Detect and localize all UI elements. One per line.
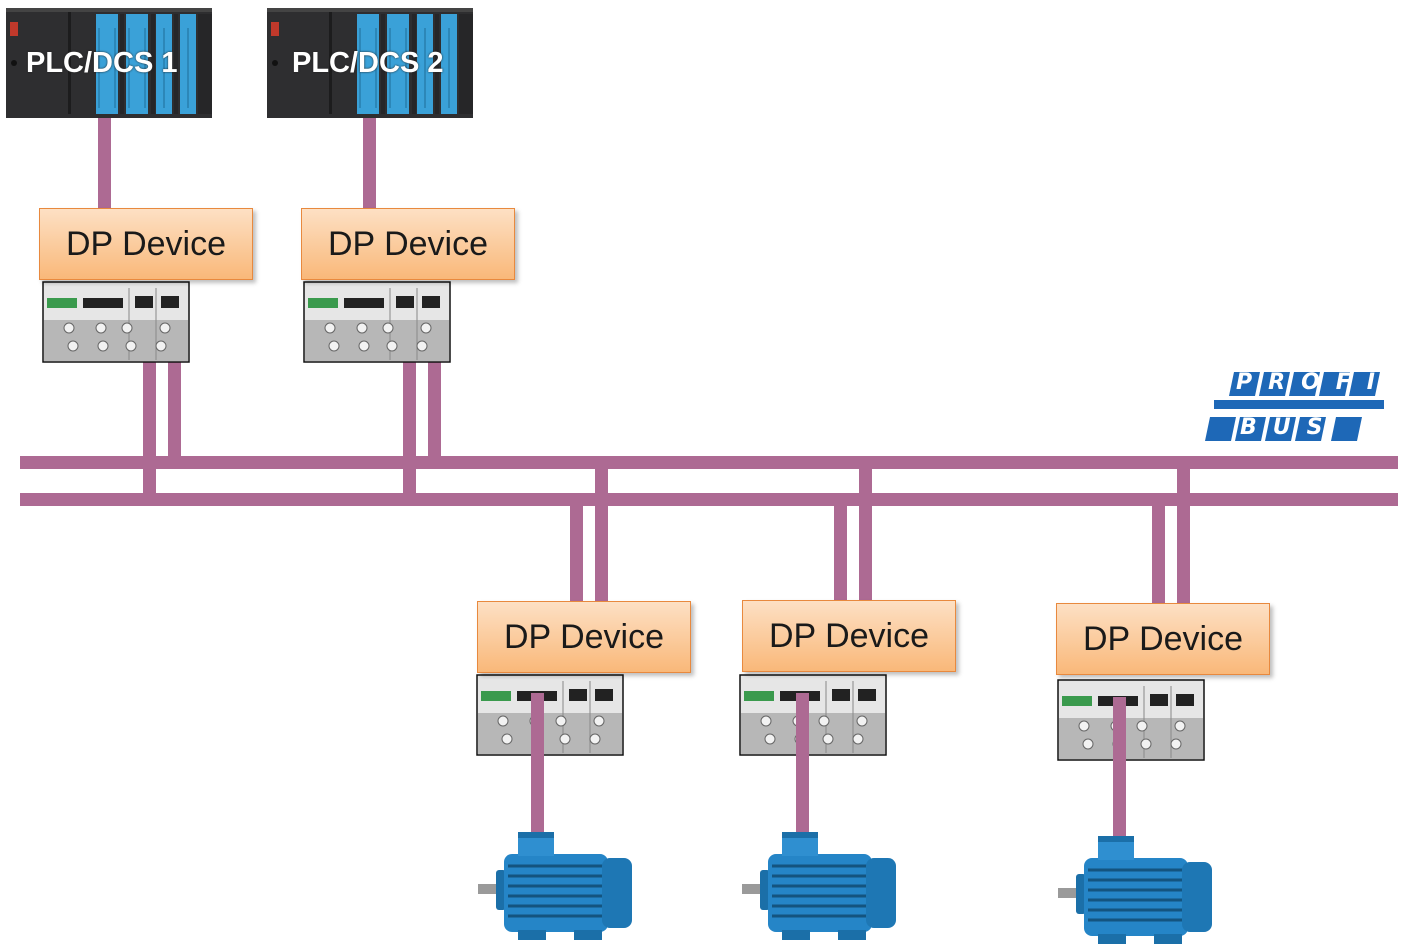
motor-cable-1 <box>531 693 544 838</box>
profibus-bus <box>20 456 1398 506</box>
dp-device-3: DP Device <box>477 601 691 673</box>
riser-dp5-b <box>1177 462 1190 604</box>
dp-device-2: DP Device <box>301 208 515 280</box>
riser-dp3-a <box>570 500 583 602</box>
dp-device-4: DP Device <box>742 600 956 672</box>
bus-line-a <box>20 456 1398 469</box>
io-module-icon <box>1057 679 1205 761</box>
profibus-logo <box>1205 372 1384 441</box>
io-module-icon <box>739 674 887 756</box>
electric-motor-icon <box>740 830 898 942</box>
dp-device-1: DP Device <box>39 208 253 280</box>
plc-label-1: PLC/DCS 1 <box>26 47 178 79</box>
cable-plc1 <box>98 118 111 210</box>
profibus-logo-bottom: BUS <box>1240 415 1339 440</box>
io-module-icon <box>42 281 190 363</box>
motor-cable-3 <box>1113 697 1126 842</box>
plc-label-2: PLC/DCS 2 <box>292 47 444 79</box>
cable-plc2 <box>363 118 376 210</box>
profibus-logo-text: PROFI BUS <box>1228 370 1391 451</box>
riser-dp3-b <box>595 462 608 602</box>
motor-cables <box>531 693 1126 842</box>
motor-cable-2 <box>796 693 809 838</box>
dp-device-5: DP Device <box>1056 603 1270 675</box>
riser-dp5-a <box>1152 500 1165 604</box>
bus-line-b <box>20 493 1398 506</box>
riser-dp4-b <box>859 462 872 602</box>
electric-motor-icon <box>476 830 634 942</box>
io-module-icon <box>476 674 624 756</box>
io-module-icon <box>303 281 451 363</box>
profibus-logo-top: PROFI <box>1236 370 1391 395</box>
cables <box>98 118 1190 604</box>
electric-motor-icon <box>1056 834 1214 946</box>
riser-dp4-a <box>834 500 847 602</box>
